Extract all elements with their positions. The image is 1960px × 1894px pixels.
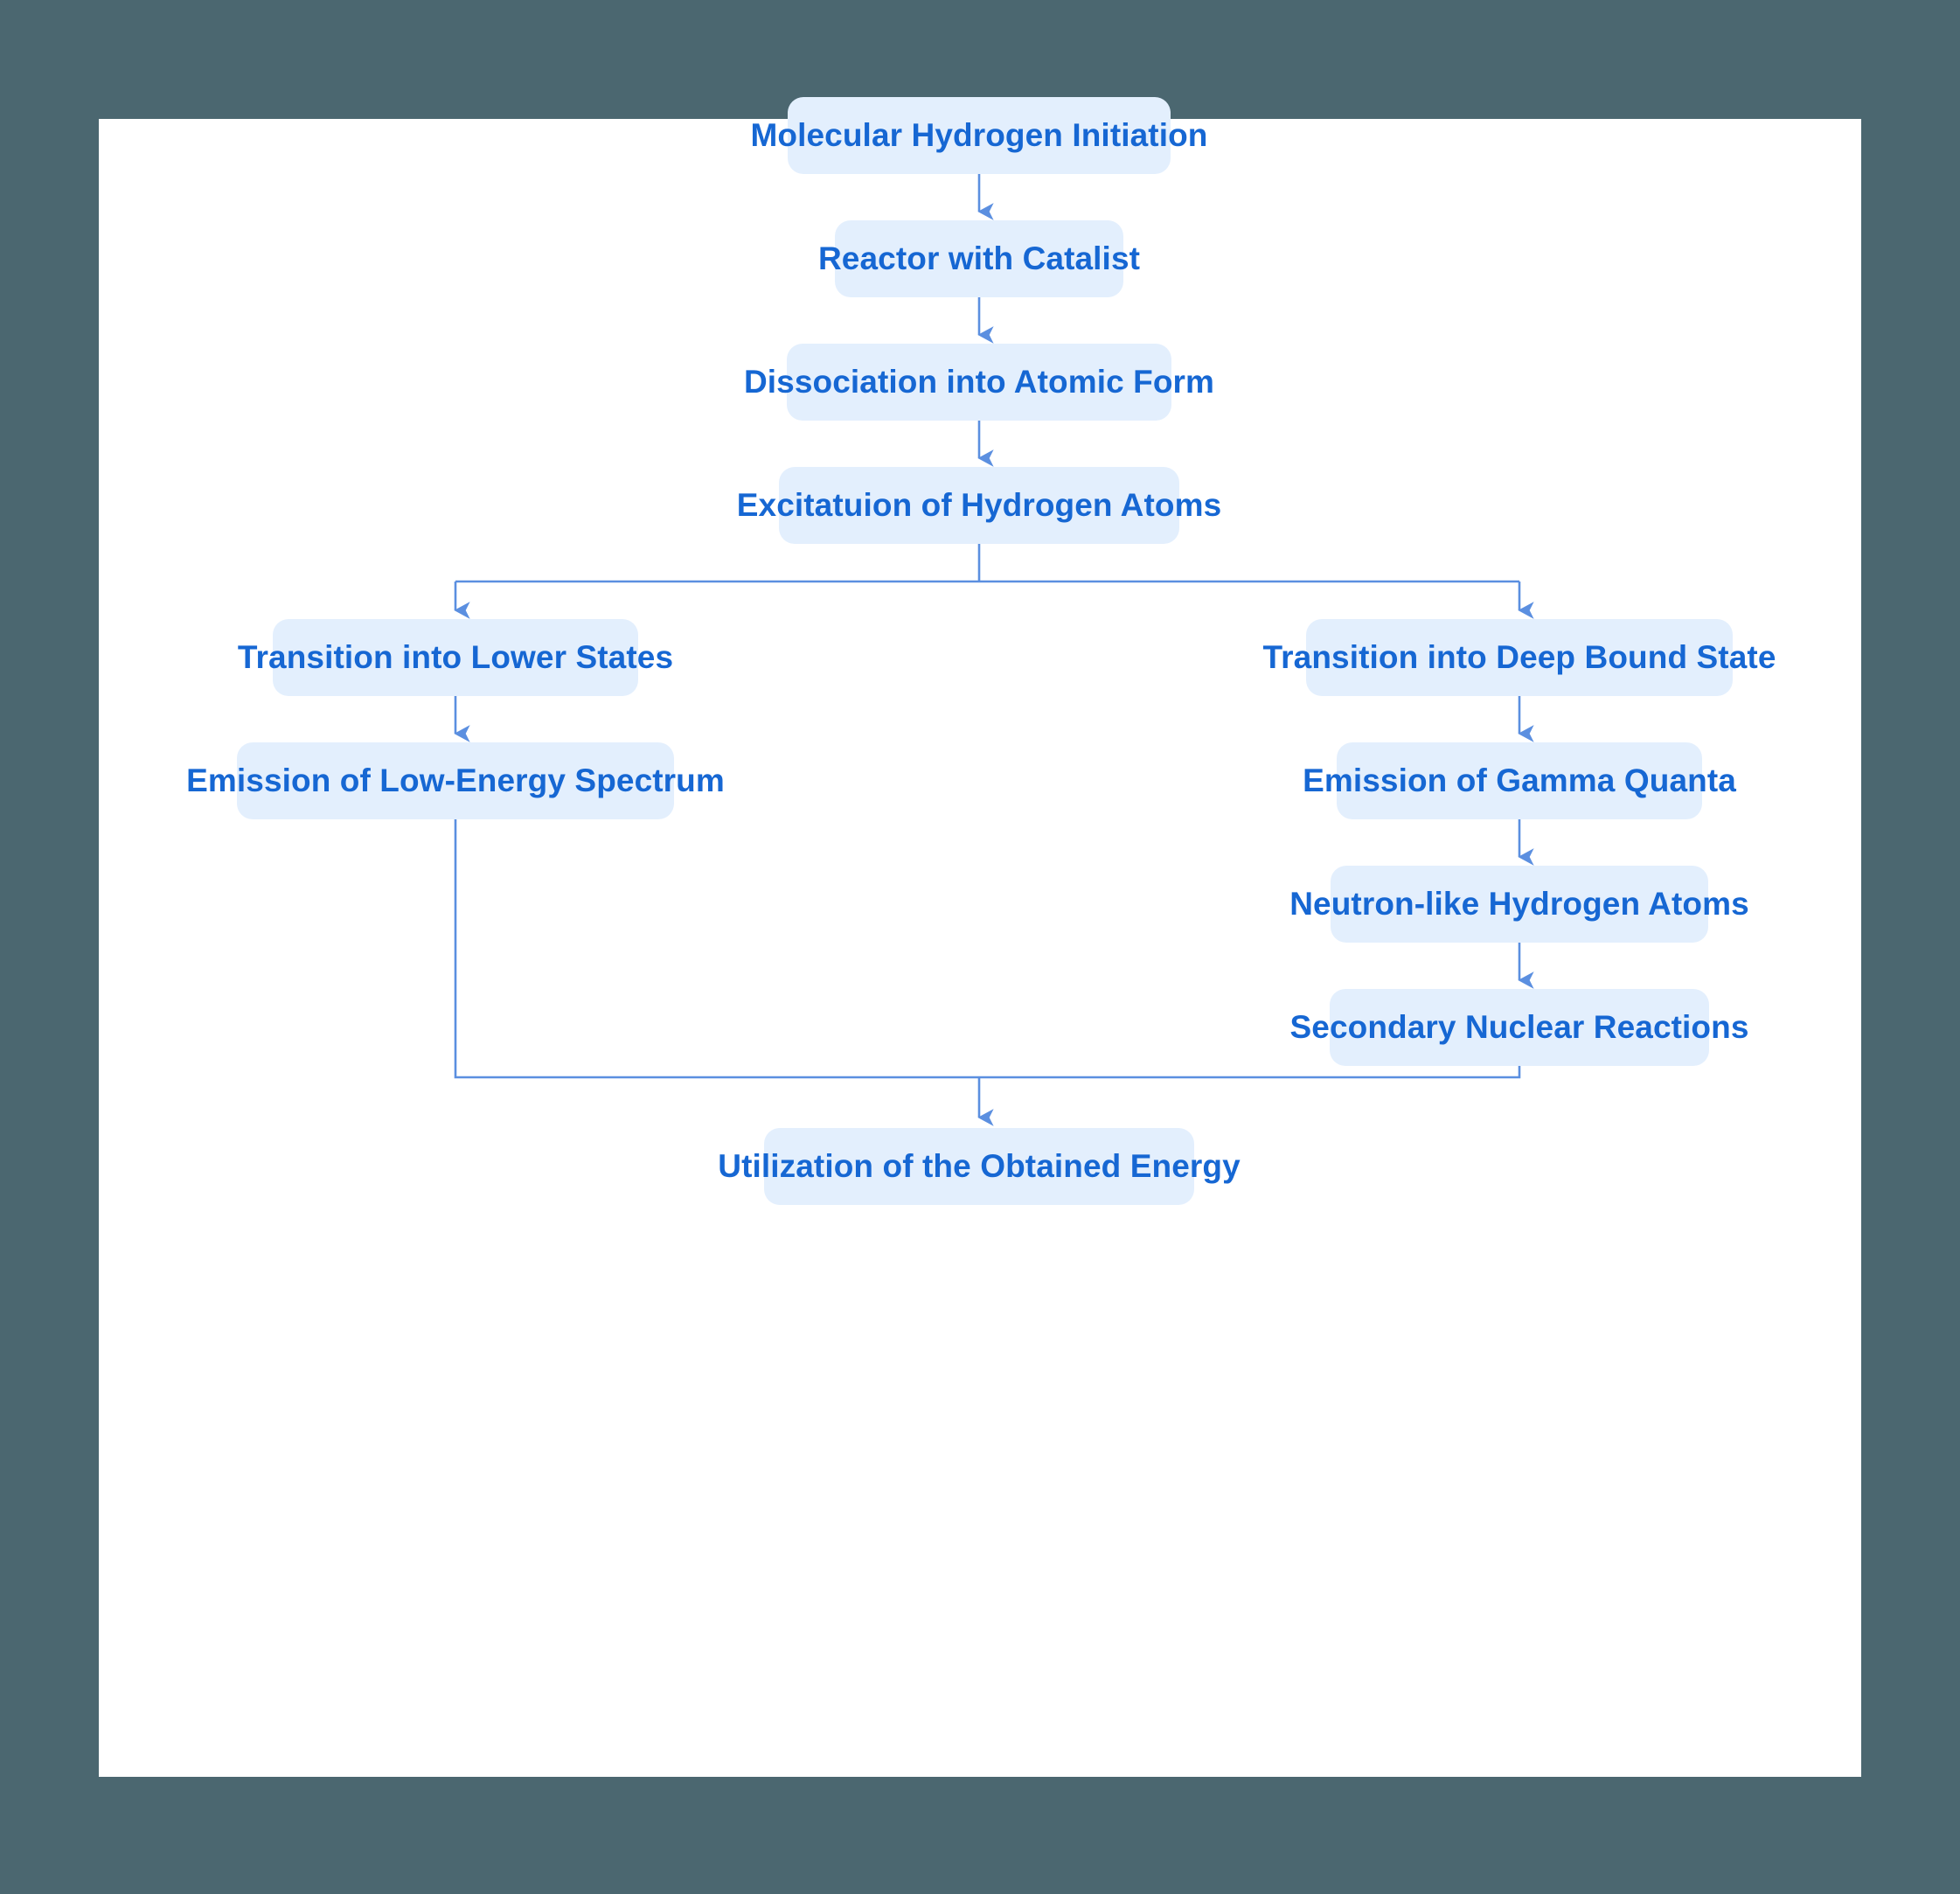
node-transition-into-lower-states[interactable]: Transition into Lower States (238, 619, 673, 696)
node-reactor-with-catalist[interactable]: Reactor with Catalist (818, 220, 1140, 297)
node-label: Emission of Gamma Quanta (1303, 762, 1736, 798)
node-label: Secondary Nuclear Reactions (1289, 1009, 1749, 1045)
node-excitatuion-of-hydrogen-atoms[interactable]: Excitatuion of Hydrogen Atoms (737, 467, 1221, 544)
node-label: Molecular Hydrogen Initiation (750, 117, 1208, 153)
node-emission-of-gamma-quanta[interactable]: Emission of Gamma Quanta (1303, 742, 1736, 819)
node-molecular-hydrogen-initiation[interactable]: Molecular Hydrogen Initiation (751, 97, 1207, 174)
node-emission-of-low-energy-spectrum[interactable]: Emission of Low-Energy Spectrum (186, 742, 725, 819)
node-label: Transition into Lower States (237, 639, 674, 675)
node-neutron-like-hydrogen-atoms[interactable]: Neutron-like Hydrogen Atoms (1289, 866, 1749, 943)
edge-secondary-to-utilization (979, 1066, 1521, 1079)
node-utilization-of-the-obtained-energy[interactable]: Utilization of the Obtained Energy (718, 1128, 1241, 1205)
node-dissociation-into-atomic-form[interactable]: Dissociation into Atomic Form (744, 344, 1214, 421)
node-label: Dissociation into Atomic Form (743, 364, 1215, 400)
node-secondary-nuclear-reactions[interactable]: Secondary Nuclear Reactions (1289, 989, 1748, 1066)
node-label: Transition into Deep Bound State (1262, 639, 1776, 675)
flowchart-canvas: Molecular Hydrogen Initiation Reactor wi… (99, 97, 1861, 1777)
node-label: Excitatuion of Hydrogen Atoms (736, 487, 1222, 523)
node-label: Reactor with Catalist (817, 240, 1141, 276)
node-label: Utilization of the Obtained Energy (718, 1148, 1241, 1184)
node-label: Emission of Low-Energy Spectrum (186, 762, 725, 798)
node-transition-into-deep-bound-state[interactable]: Transition into Deep Bound State (1263, 619, 1776, 696)
edge-low-energy-to-utilization (454, 819, 979, 1079)
node-label: Neutron-like Hydrogen Atoms (1289, 886, 1749, 922)
